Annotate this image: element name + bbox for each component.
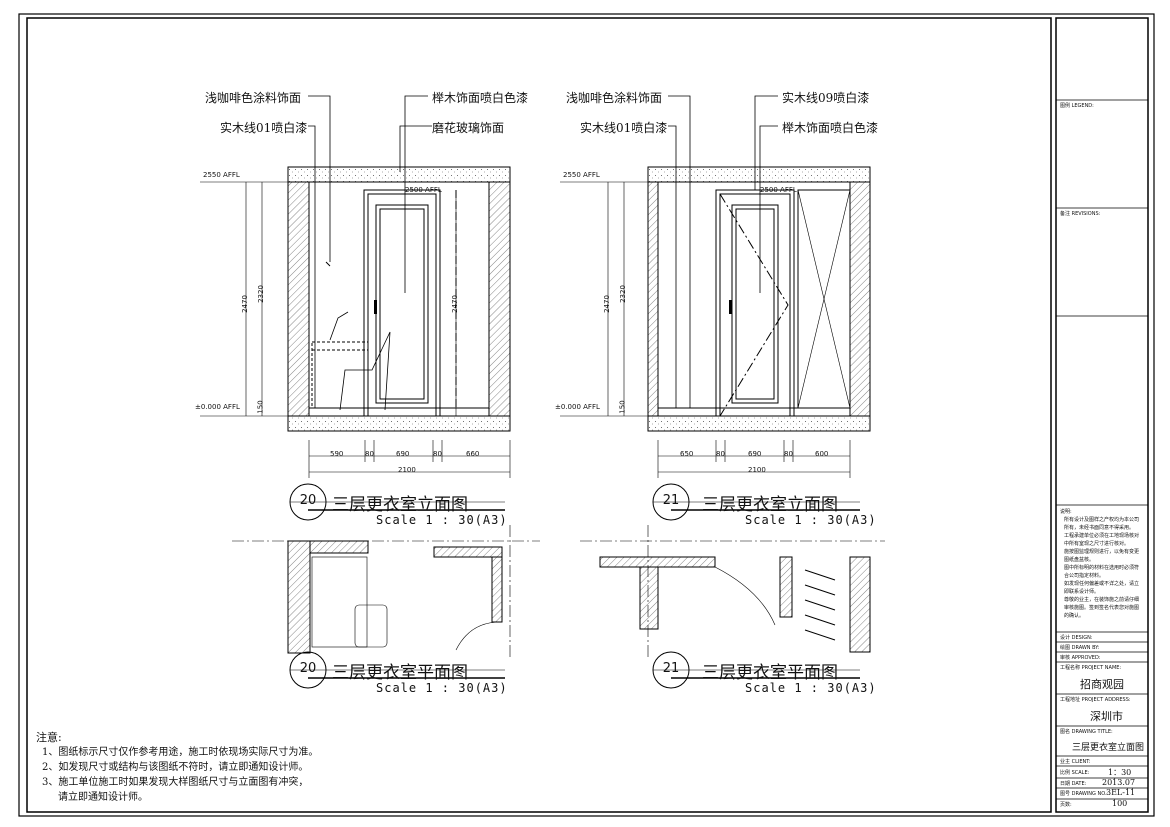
tb-project-address: 深圳市 — [1090, 710, 1123, 723]
elevation-left-title: 三层更衣室立面图 — [332, 495, 468, 515]
dim-b-right-4: 80 — [784, 450, 793, 458]
elevation-right-scale: Scale 1 : 30(A3) — [745, 513, 877, 527]
tb-scale: 1：30 — [1108, 768, 1132, 777]
tb-remark-line: 如发现任何偏差或不详之处，请立 — [1064, 581, 1140, 587]
tb-remark-line: 图中所标明的材料在选用时必须符 — [1064, 565, 1140, 571]
callout-right-2: 实木线01喷白漆 — [580, 121, 668, 135]
tb-remark-line: 施按图监理规则进行，以免有变更 — [1064, 549, 1140, 555]
tb-revisions-label: 备注 REVISIONS: — [1060, 211, 1101, 217]
dim-v-left-1: 2470 — [240, 295, 249, 313]
note-item-3: 3、施工单位施工时如果发现大样图纸尺寸与立面图有冲突， — [42, 777, 309, 788]
plan-right-scale: Scale 1 : 30(A3) — [745, 681, 877, 695]
note-item-4: 请立即通知设计师。 — [58, 792, 148, 803]
dim-v-left-3: 150 — [256, 400, 265, 414]
dim-b-right-5: 600 — [815, 450, 829, 458]
callout-right-3: 实木线09喷白漆 — [782, 91, 870, 105]
title-markers — [289, 483, 860, 689]
dim-b-left-3: 690 — [396, 450, 410, 458]
tb-remark-line: 即联系设计师。 — [1064, 589, 1100, 595]
dim-total-left: 2100 — [398, 466, 416, 474]
level-top-right: 2550 AFFL — [563, 171, 600, 179]
tb-legend-label: 图例 LEGEND: — [1060, 103, 1094, 109]
tb-scale-label: 比例 SCALE: — [1060, 770, 1090, 776]
tb-remark-line: 合公司指定材料。 — [1064, 573, 1105, 579]
tb-remark-line: 所有，未经书面同意不得采用。 — [1064, 525, 1135, 531]
tb-remark-line: 审核施图。签到签名代表您对施图 — [1064, 605, 1140, 611]
tb-drawing-no-label: 图号 DRAWING NO.: — [1060, 791, 1109, 797]
elevation-left-scale: Scale 1 : 30(A3) — [376, 513, 508, 527]
tb-approved-label: 审核 APPROVED: — [1060, 655, 1101, 661]
dim-total-right: 2100 — [748, 466, 766, 474]
tb-remark-line: 所有设计及图样之产权均为本公司 — [1064, 517, 1140, 523]
dim-b-left-1: 590 — [330, 450, 344, 458]
dim-b-left-2: 80 — [365, 450, 374, 458]
level-floor-right: ±0.000 AFFL — [555, 403, 600, 411]
title-block-lines — [1056, 99, 1148, 800]
elevation-right-drawing — [560, 95, 871, 478]
elevation-right-title: 三层更衣室立面图 — [702, 495, 838, 515]
elevation-left-drawing — [200, 95, 511, 478]
callout-left-4: 磨花玻璃饰面 — [432, 121, 505, 135]
level-door-left: 2500 AFFL — [405, 186, 442, 194]
notes-heading: 注意: — [36, 731, 62, 744]
callout-left-1: 浅咖啡色涂料饰面 — [205, 91, 302, 105]
tb-drawing-no: 3EL-11 — [1106, 788, 1136, 797]
tb-drawing-title: 三层更衣室立面图 — [1072, 743, 1145, 753]
dim-v-right-3: 150 — [618, 400, 627, 414]
callout-right-4: 榉木饰面喷白色漆 — [782, 121, 879, 135]
plan-left-number: 20 — [299, 661, 317, 676]
dim-v-right-2: 2320 — [618, 285, 627, 303]
callout-left-3: 榉木饰面喷白色漆 — [432, 91, 529, 105]
tb-project-name: 招商观园 — [1080, 678, 1124, 691]
tb-remark-line: 中所有室现之尺寸进行核对。 — [1064, 541, 1130, 547]
tb-remark-line: 工程承建单位必须在工地现场核对 — [1064, 533, 1140, 539]
plan-left-scale: Scale 1 : 30(A3) — [376, 681, 508, 695]
tb-drawn-label: 绘图 DRAWN BY: — [1060, 645, 1100, 651]
tb-remark-line: 的确认。 — [1064, 613, 1085, 619]
tb-design-label: 设计 DESIGN: — [1060, 635, 1093, 641]
dim-v-right-1: 2470 — [602, 295, 611, 313]
tb-drawing-title-label: 图名 DRAWING TITLE: — [1060, 729, 1113, 735]
dim-v-left-2: 2320 — [256, 285, 265, 303]
tb-remarks: 所有设计及图样之产权均为本公司 所有，未经书面同意不得采用。 工程承建单位必须在… — [1064, 516, 1139, 620]
tb-page-label: 页数: — [1060, 802, 1072, 808]
tb-remark-line: 尊敬的业主，在装饰施之前请仔细 — [1064, 597, 1140, 603]
plan-left-title: 三层更衣室平面图 — [332, 663, 468, 683]
plan-right-drawing — [580, 525, 885, 660]
dim-b-left-4: 80 — [433, 450, 442, 458]
plan-right-title: 三层更衣室平面图 — [702, 663, 838, 683]
dim-v-left-4: 2470 — [450, 295, 459, 313]
tb-client-label: 业主 CLIENT: — [1060, 759, 1091, 765]
tb-date-label: 日期 DATE: — [1060, 781, 1087, 787]
level-top-left: 2550 AFFL — [203, 171, 240, 179]
tb-remark-line: 图纸盘盆核。 — [1064, 557, 1095, 563]
note-item-1: 1、图纸标示尺寸仅作参考用途，施工时依现场实际尺寸为准。 — [42, 747, 319, 758]
dim-b-right-1: 650 — [680, 450, 694, 458]
elevation-right-number: 21 — [662, 493, 680, 508]
dim-b-right-3: 690 — [748, 450, 762, 458]
elevation-left-number: 20 — [299, 493, 317, 508]
tb-remarks-label: 说明: — [1060, 509, 1072, 515]
tb-project-address-label: 工程地址 PROJECT ADDRESS: — [1060, 697, 1131, 703]
tb-page: 100 — [1112, 799, 1128, 808]
note-item-2: 2、如发现尺寸或结构与该图纸不符时，请立即通知设计师。 — [42, 762, 309, 773]
plan-left-drawing — [232, 525, 540, 660]
level-door-right: 2500 AFFL — [760, 186, 797, 194]
level-floor-left: ±0.000 AFFL — [195, 403, 240, 411]
dim-b-left-5: 660 — [466, 450, 480, 458]
tb-date: 2013.07 — [1102, 778, 1136, 787]
callout-right-1: 浅咖啡色涂料饰面 — [566, 91, 663, 105]
plan-right-number: 21 — [662, 661, 680, 676]
dim-b-right-2: 80 — [716, 450, 725, 458]
tb-project-name-label: 工程名称 PROJECT NAME: — [1060, 665, 1122, 671]
callout-left-2: 实木线01喷白漆 — [220, 121, 308, 135]
notes: 注意: 1、图纸标示尺寸仅作参考用途，施工时依现场实际尺寸为准。 2、如发现尺寸… — [36, 730, 318, 805]
